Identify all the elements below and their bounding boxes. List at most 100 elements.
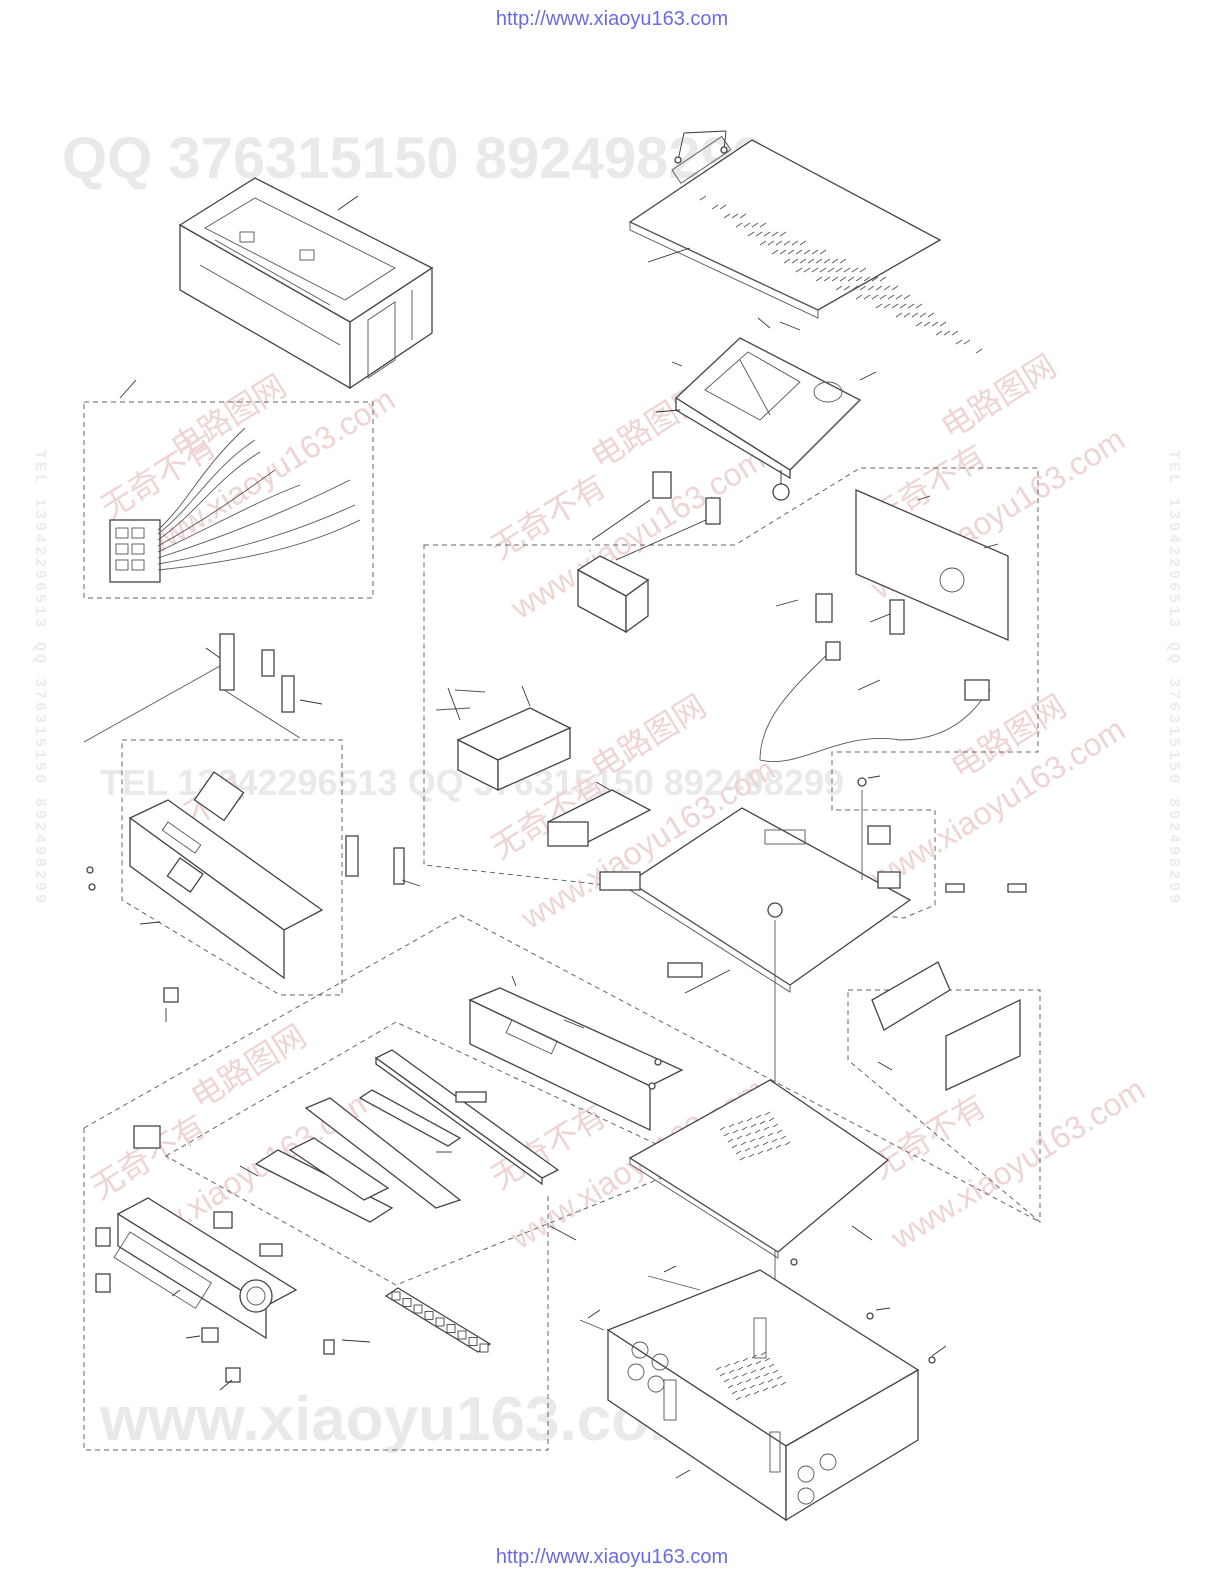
key-button bbox=[424, 1311, 434, 1320]
cover-vent-slot bbox=[823, 276, 831, 282]
cover-vent-slot bbox=[839, 258, 847, 264]
main-chassis bbox=[579, 1258, 947, 1522]
cover-vent-slot bbox=[863, 276, 871, 282]
cover-vent-slot bbox=[859, 267, 867, 273]
footer-url[interactable]: http://www.xiaoyu163.com bbox=[495, 1546, 729, 1568]
plate-vent-slot bbox=[753, 1144, 760, 1149]
cover-vent-slot bbox=[795, 249, 803, 255]
cover-vent-slot bbox=[783, 240, 791, 246]
cover-vent-slot bbox=[911, 312, 919, 318]
plate-vent-slot bbox=[746, 1117, 753, 1122]
watermark-bottom-line: www.xiaoyu163.com bbox=[99, 1385, 704, 1454]
key-button bbox=[435, 1317, 445, 1327]
plate-vent-slot bbox=[758, 1135, 765, 1140]
plate-vent-slot bbox=[763, 1126, 770, 1131]
cover-vent-slot bbox=[779, 231, 787, 237]
chassis-vent-slot bbox=[724, 1363, 731, 1368]
jack-block bbox=[576, 471, 721, 634]
cover-vent-slot bbox=[791, 240, 799, 246]
cover-vent-slot bbox=[895, 312, 903, 318]
watermark-domain-8: www.xiaoyu163.com bbox=[884, 1071, 1151, 1257]
cover-vent-slot bbox=[815, 276, 823, 282]
cover-vent-slot bbox=[899, 303, 907, 309]
chassis-vent-slot bbox=[727, 1384, 734, 1389]
cover-vent-slot bbox=[919, 312, 927, 318]
cover-vent-slot bbox=[795, 267, 803, 273]
cover-vent-slot bbox=[903, 294, 911, 300]
front-panel-region bbox=[83, 914, 1041, 1451]
cover-vent-slot bbox=[835, 285, 843, 291]
plate-vent-slot bbox=[748, 1153, 755, 1158]
chassis-vent-slot bbox=[737, 1366, 744, 1371]
plate-vent-slot bbox=[745, 1132, 752, 1137]
cover-vent-slot bbox=[735, 222, 743, 228]
plate-vent-slot bbox=[757, 1150, 764, 1155]
chassis-vent-slot bbox=[762, 1387, 769, 1392]
chassis-vent-slot bbox=[745, 1378, 752, 1383]
cover-vent-slot bbox=[843, 285, 851, 291]
chassis-vent-slot bbox=[719, 1372, 726, 1377]
cover-vent-slot bbox=[759, 222, 767, 228]
cover-vent-slot bbox=[927, 312, 935, 318]
plate-vent-slot bbox=[749, 1138, 756, 1143]
plate-vent-slot bbox=[741, 1126, 748, 1131]
cover-vent-slot bbox=[731, 213, 739, 219]
cover-vent-slot bbox=[963, 339, 971, 345]
header-url[interactable]: http://www.xiaoyu163.com bbox=[495, 8, 729, 30]
cover-vent-slot bbox=[871, 276, 879, 282]
plate-vent-slot bbox=[768, 1117, 775, 1122]
flex-cable bbox=[759, 641, 991, 762]
cover-vent-slot bbox=[799, 240, 807, 246]
cover-vent-slot bbox=[875, 303, 883, 309]
chassis-vent-slot bbox=[780, 1381, 787, 1386]
cover-vent-slot bbox=[931, 321, 939, 327]
cover-vent-slot bbox=[747, 231, 755, 237]
plate-vent-slot bbox=[723, 1132, 730, 1137]
cover-vent-slot bbox=[943, 330, 951, 336]
cover-vent-slot bbox=[851, 285, 859, 291]
chassis-vent-slot bbox=[760, 1351, 767, 1356]
cover-vent-slot bbox=[895, 294, 903, 300]
plate-vent-slot bbox=[767, 1132, 774, 1137]
key-button bbox=[391, 1291, 401, 1301]
plate-vent-slot bbox=[728, 1123, 735, 1128]
chassis-vent-slot bbox=[744, 1393, 751, 1398]
plate-vent-slot bbox=[744, 1147, 751, 1152]
cover-vent-slot bbox=[763, 231, 771, 237]
cover-vent-slot bbox=[815, 258, 823, 264]
plate-vent-slot bbox=[736, 1135, 743, 1140]
cover-vent-slot bbox=[975, 348, 983, 354]
cover-vent-slot bbox=[755, 231, 763, 237]
cover-vent-slot bbox=[887, 294, 895, 300]
cover-vent-slot bbox=[839, 276, 847, 282]
cover-vent-slot bbox=[875, 285, 883, 291]
plate-vent-slot bbox=[784, 1141, 791, 1146]
cover-vent-slot bbox=[915, 321, 923, 327]
chassis-vent-slot bbox=[732, 1375, 739, 1380]
cover-vent-slot bbox=[787, 249, 795, 255]
chassis-vent-slot bbox=[763, 1372, 770, 1377]
cover-vent-slot bbox=[823, 258, 831, 264]
tuner-bracket bbox=[435, 685, 652, 847]
chassis-vent-slot bbox=[753, 1390, 760, 1395]
cover-vent-slot bbox=[743, 222, 751, 228]
plate-vent-slot bbox=[731, 1144, 738, 1149]
cover-vent-slot bbox=[935, 330, 943, 336]
plate-vent-slot bbox=[759, 1120, 766, 1125]
cover-vent-slot bbox=[723, 213, 731, 219]
cover-vent-slot bbox=[891, 303, 899, 309]
cover-vent-slot bbox=[767, 240, 775, 246]
plate-vent-slot bbox=[780, 1135, 787, 1140]
chassis-vent-slot bbox=[735, 1396, 742, 1401]
chassis-vent-slot bbox=[764, 1357, 771, 1362]
chassis-vent-slot bbox=[746, 1363, 753, 1368]
chassis-vent-slot bbox=[771, 1384, 778, 1389]
chassis-vent-slot bbox=[767, 1378, 774, 1383]
chassis-vent-slot bbox=[754, 1375, 761, 1380]
cover-vent-slot bbox=[843, 267, 851, 273]
cover-vent-slot bbox=[855, 294, 863, 300]
plate-vent-slot bbox=[727, 1138, 734, 1143]
plate-vent-slot bbox=[750, 1123, 757, 1128]
cover-vent-slot bbox=[803, 267, 811, 273]
main-pcb-assembly bbox=[423, 467, 1039, 1470]
